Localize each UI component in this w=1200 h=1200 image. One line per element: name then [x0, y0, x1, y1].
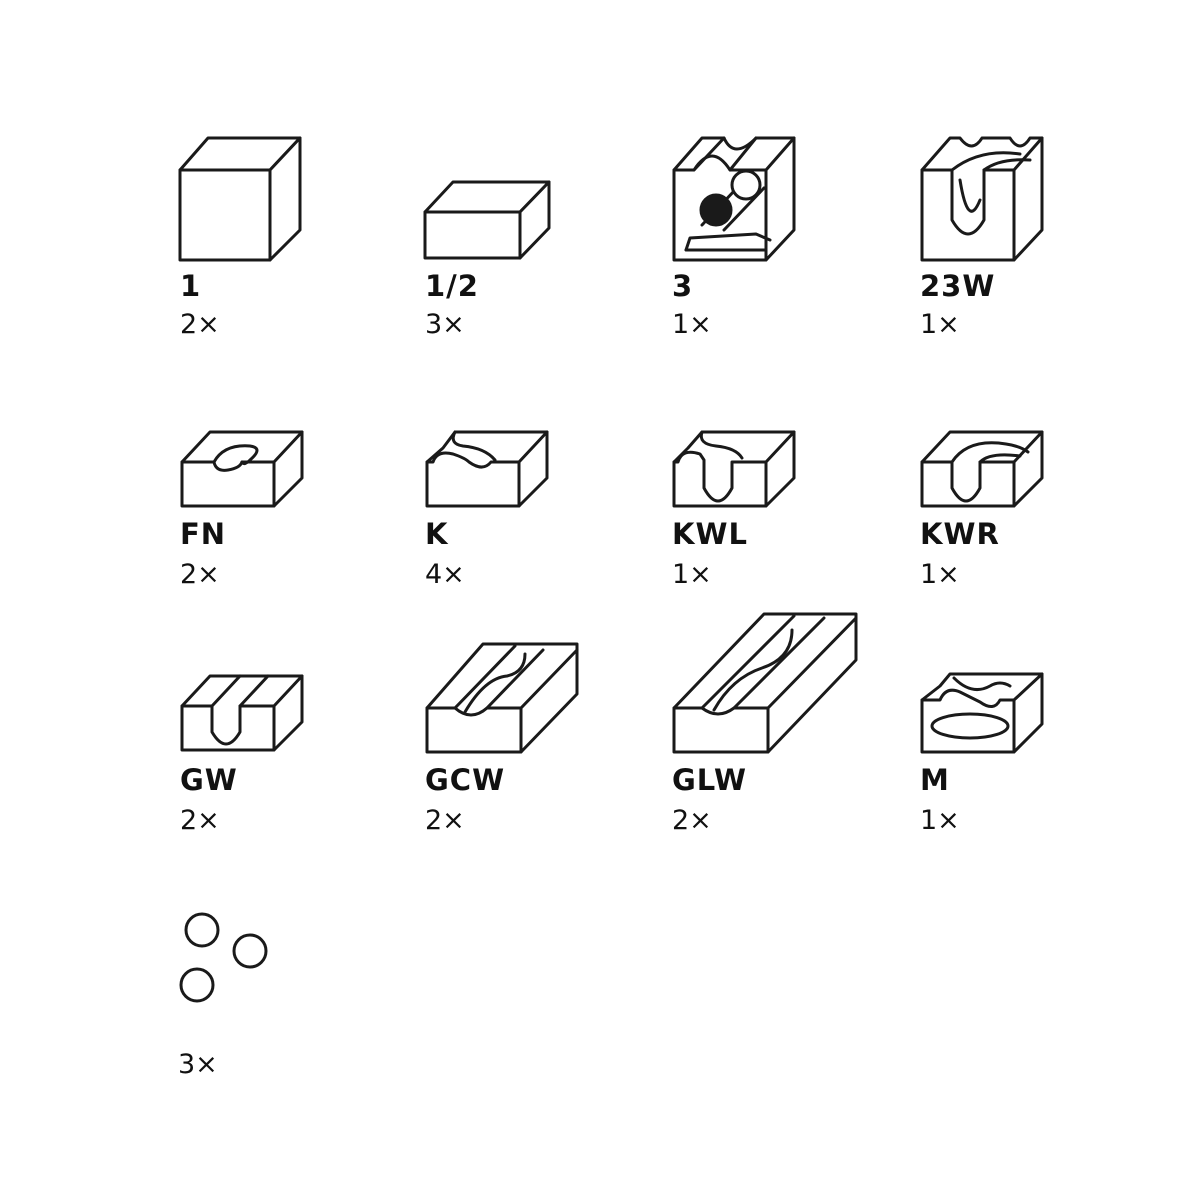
cube-block-icon — [178, 136, 302, 262]
piece-kwr: KWR 1× — [920, 430, 1120, 600]
piece-quantity: 1× — [920, 805, 960, 836]
piece-code: 1/2 — [425, 269, 479, 303]
piece-quantity: 2× — [180, 309, 220, 340]
piece-quantity: 1× — [920, 309, 960, 340]
piece-fn: FN 2× — [180, 430, 380, 600]
long-groove-block-icon — [672, 612, 858, 754]
piece-code: GCW — [425, 763, 506, 797]
piece-code: 1 — [180, 269, 202, 303]
mill-block-icon — [920, 672, 1044, 754]
piece-3: 3 1× — [672, 130, 872, 350]
curve-right-deep-groove-block-icon — [920, 430, 1044, 508]
piece-quantity: 1× — [672, 309, 712, 340]
piece-code: KWL — [672, 517, 748, 551]
piece-code: 3 — [672, 269, 694, 303]
piece-quantity: 2× — [180, 805, 220, 836]
piece-quantity: 2× — [180, 559, 220, 590]
curve-block-icon — [425, 430, 549, 508]
piece-quantity: 1× — [920, 559, 960, 590]
straight-curved-groove-block-icon — [425, 642, 579, 754]
piece-quantity: 4× — [425, 559, 465, 590]
piece-quantity: 3× — [178, 1049, 218, 1080]
curve-left-deep-groove-block-icon — [672, 430, 796, 508]
piece-code: FN — [180, 517, 227, 551]
straight-deep-groove-block-icon — [180, 674, 304, 752]
double-turn-deep-groove-block-icon — [920, 136, 1044, 262]
piece-code: 23W — [920, 269, 996, 303]
piece-quantity: 1× — [672, 559, 712, 590]
piece-quantity: 2× — [425, 805, 465, 836]
piece-m: M 1× — [920, 612, 1120, 842]
piece-quantity: 3× — [425, 309, 465, 340]
piece-1: 1 2× — [178, 130, 380, 350]
piece-code: KWR — [920, 517, 1000, 551]
piece-code: K — [425, 517, 449, 551]
marbles-icon — [179, 912, 268, 1003]
piece-marbles: 3× — [178, 910, 378, 1090]
piece-quantity: 2× — [672, 805, 712, 836]
piece-kwl: KWL 1× — [672, 430, 872, 600]
piece-code: M — [920, 763, 950, 797]
piece-half: 1/2 3× — [423, 130, 625, 350]
piece-glw: GLW 2× — [672, 612, 872, 842]
piece-gcw: GCW 2× — [425, 612, 625, 842]
piece-23w: 23W 1× — [920, 130, 1120, 350]
funnel-block-icon — [180, 430, 304, 508]
half-block-icon — [423, 180, 551, 260]
piece-k: K 4× — [425, 430, 625, 600]
piece-code: GLW — [672, 763, 748, 797]
three-way-tunnel-block-icon — [672, 136, 796, 262]
piece-gw: GW 2× — [180, 612, 380, 842]
piece-code: GW — [180, 763, 238, 797]
